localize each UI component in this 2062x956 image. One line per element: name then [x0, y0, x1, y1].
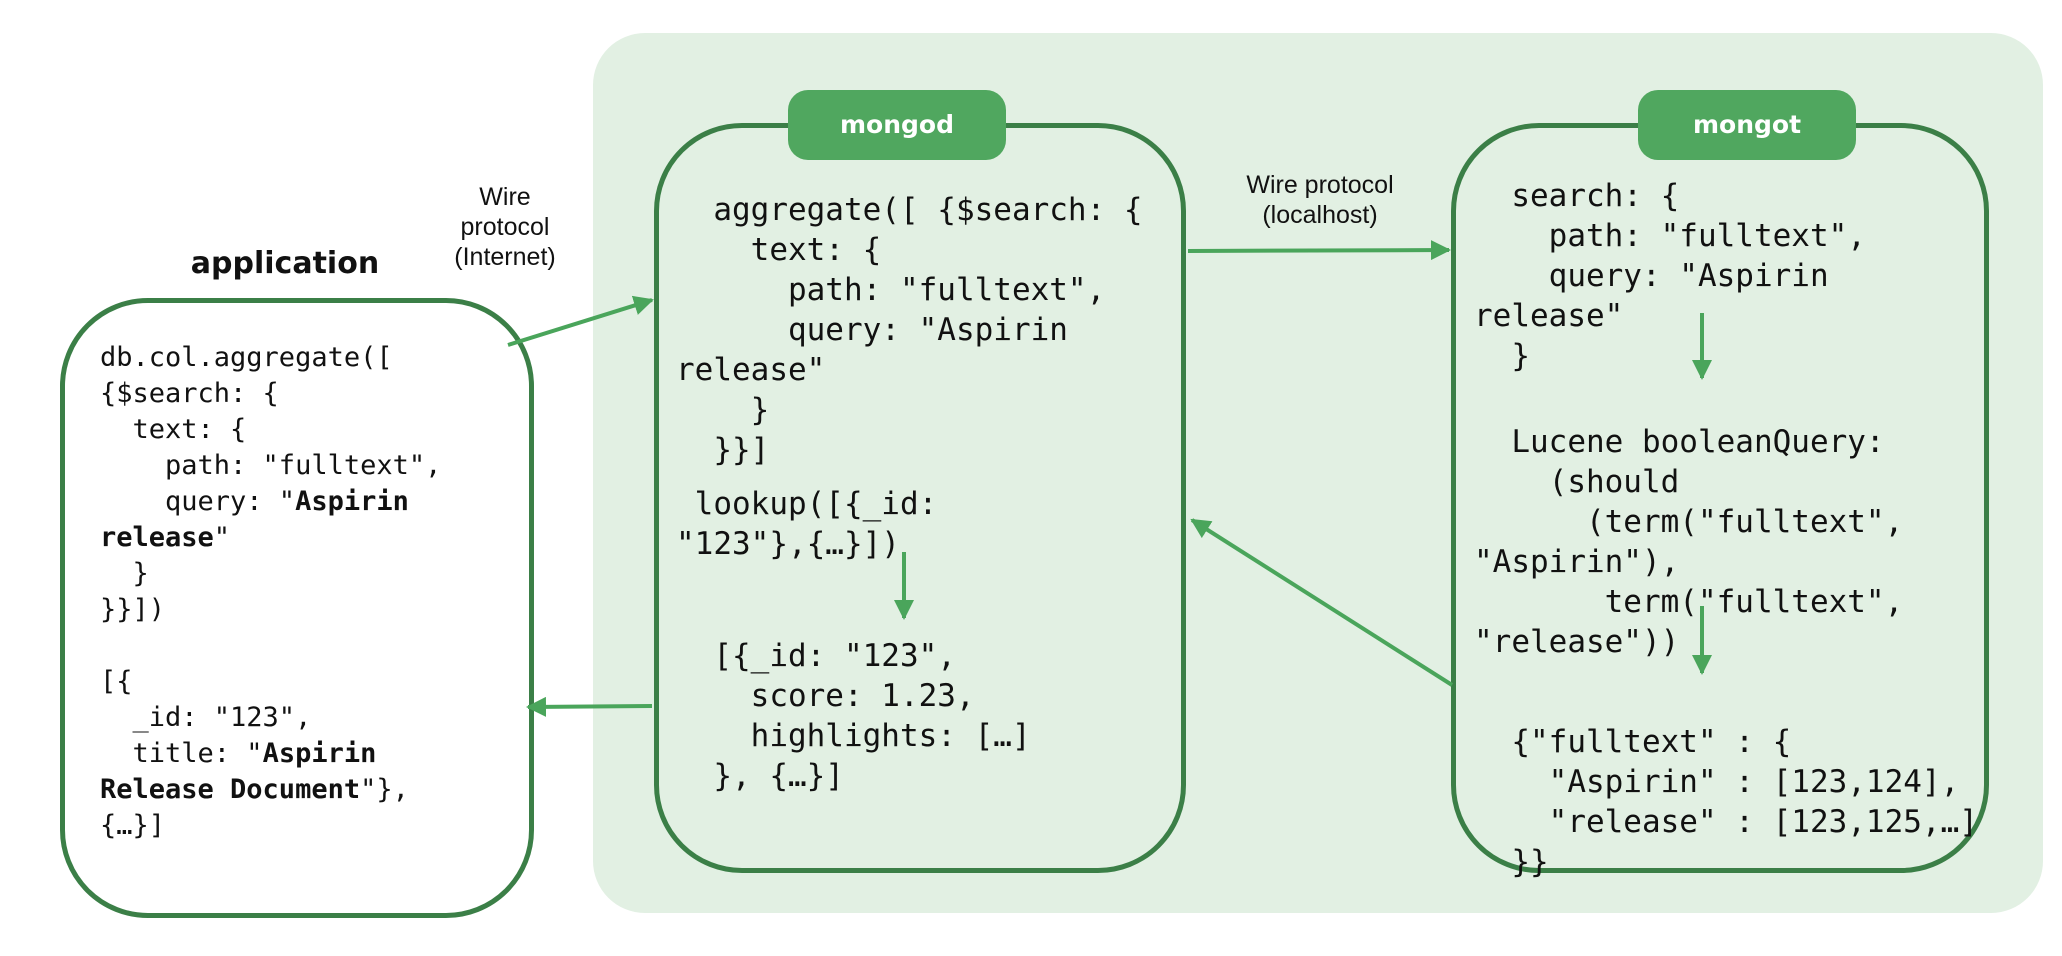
arrow-mongod-to-app — [526, 696, 653, 717]
app-response-code: [{ _id: "123", title: "Aspirin Release D… — [100, 666, 409, 841]
app-request-code: db.col.aggregate([ {$search: { text: { p… — [100, 342, 442, 625]
mongot-search-code: search: { path: "fulltext", query: "Aspi… — [1474, 178, 1866, 374]
arrow-mongot-to-mongod — [1190, 518, 1454, 687]
mongod-lookup-code: lookup([{_id: "123"},{…}]) — [676, 486, 938, 562]
mongod-tab: mongod — [788, 90, 1006, 160]
application-code: db.col.aggregate([ {$search: { text: { p… — [100, 340, 441, 844]
application-title: application — [190, 246, 380, 281]
mongot-index-code: {"fulltext" : { "Aspirin" : [123,124], "… — [1511, 724, 1978, 880]
wire-protocol-internet-label: Wire protocol (Internet) — [454, 183, 556, 271]
server-panel — [593, 33, 2043, 913]
arrow-app-to-mongod — [507, 295, 654, 347]
wire-protocol-localhost-label: Wire protocol (localhost) — [1246, 171, 1394, 229]
mongot-lucene-code: Lucene booleanQuery: (should (term("full… — [1474, 424, 1904, 660]
mongod-code: aggregate([ {$search: { text: { path: "f… — [676, 190, 1143, 796]
mongot-tab: mongot — [1638, 90, 1856, 160]
mongod-result-code: [{_id: "123", score: 1.23, highlights: [… — [713, 638, 1031, 794]
mongot-code: search: { path: "fulltext", query: "Aspi… — [1474, 176, 1978, 882]
mongod-aggregate-code: aggregate([ {$search: { text: { path: "f… — [676, 192, 1143, 468]
arrow-mongod-to-mongot — [1187, 240, 1451, 261]
application-box — [60, 298, 534, 918]
